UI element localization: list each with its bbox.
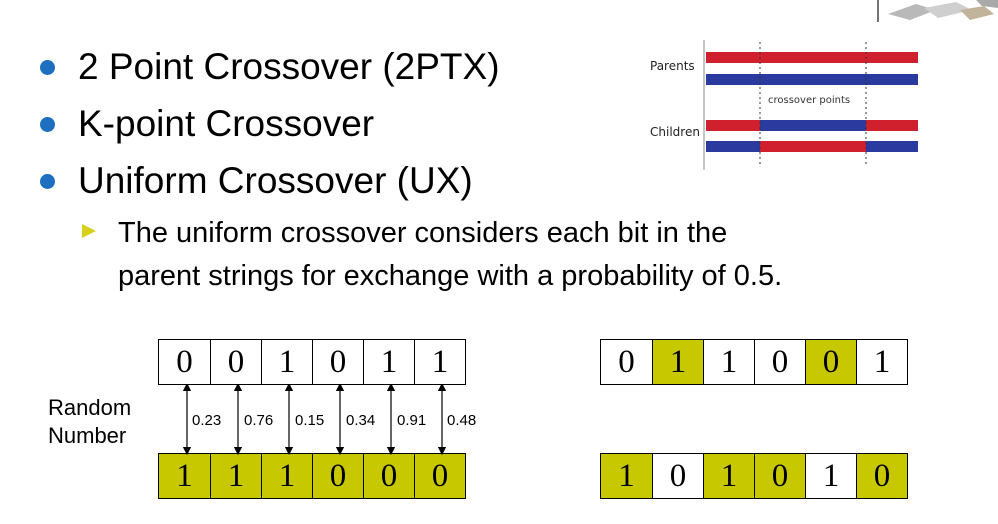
bit-cell-highlighted: 0 [805, 340, 856, 384]
bit-cell-highlighted: 1 [159, 454, 210, 498]
bit-cell-highlighted: 0 [856, 454, 907, 498]
bit-cell: 1 [414, 340, 465, 384]
bit-cell: 1 [703, 340, 754, 384]
random-value: 0.91 [397, 412, 427, 429]
bit-cell: 1 [261, 340, 312, 384]
bit-cell: 0 [618, 343, 635, 380]
exchange-arrows [182, 384, 447, 456]
child-2-seg-b [760, 141, 866, 152]
child-1-row: 0 1 1 0 0 1 [600, 339, 908, 385]
parents-label: Parents [650, 59, 695, 73]
bit-cell-highlighted: 0 [754, 454, 805, 498]
children-label: Children [650, 125, 700, 139]
bit-cell-highlighted: 1 [210, 454, 261, 498]
bit-cell: 0 [652, 454, 703, 498]
child-1-seg-a [706, 120, 760, 131]
random-number-label: Random Number [48, 394, 131, 450]
random-value: 0.48 [447, 412, 477, 429]
bit-cell: 1 [856, 340, 907, 384]
crossover-points-label: crossover points [768, 95, 851, 106]
child-1-seg-c [866, 120, 918, 131]
bullet-dot [40, 174, 55, 189]
random-value: 0.23 [192, 412, 222, 429]
random-value: 0.76 [244, 412, 274, 429]
random-value: 0.34 [346, 412, 376, 429]
random-label-line-2: Number [48, 423, 127, 448]
crossover-bars [703, 40, 918, 170]
bit-cell-highlighted: 0 [363, 454, 414, 498]
parent-2-row: 1 1 1 0 0 0 [158, 453, 466, 499]
random-value: 0.15 [295, 412, 325, 429]
bit-cell: 0 [754, 340, 805, 384]
random-label-line-1: Random [48, 395, 132, 420]
bit-cell: 1 [363, 340, 414, 384]
child-2-seg-c [866, 141, 918, 152]
bit-cell: 0 [312, 340, 363, 384]
bullet-uniform: Uniform Crossover (UX) [78, 160, 473, 201]
crossover-diagram: Parents Children crossover points [640, 40, 930, 170]
bit-cell: 0 [176, 343, 193, 380]
bullet-dot [40, 60, 55, 75]
bit-cell-highlighted: 1 [703, 454, 754, 498]
bit-cell-highlighted: 0 [414, 454, 465, 498]
parent-2-bar [706, 74, 918, 85]
child-2-row: 1 0 1 0 1 0 [600, 453, 908, 499]
bullet-dot [40, 117, 55, 132]
bullet-2ptx: 2 Point Crossover (2PTX) [78, 46, 500, 87]
bit-cell-highlighted: 1 [261, 454, 312, 498]
corner-image [877, 0, 998, 22]
bit-cell-highlighted: 1 [652, 340, 703, 384]
child-1-seg-b [760, 120, 866, 131]
bit-cell-highlighted: 0 [312, 454, 363, 498]
sub-bullet-line-1: The uniform crossover considers each bit… [118, 217, 728, 249]
sub-bullet-line-2: parent strings for exchange with a proba… [118, 260, 783, 292]
parent-1-bar [706, 52, 918, 63]
bit-cell-highlighted: 1 [601, 454, 652, 498]
bit-cell: 1 [805, 454, 856, 498]
child-2-seg-a [706, 141, 760, 152]
parent-1-row: 0 0 1 0 1 1 [158, 339, 466, 385]
bullet-kpoint: K-point Crossover [78, 103, 375, 144]
bit-cell: 0 [210, 340, 261, 384]
sub-bullet-arrow-icon [82, 224, 96, 238]
